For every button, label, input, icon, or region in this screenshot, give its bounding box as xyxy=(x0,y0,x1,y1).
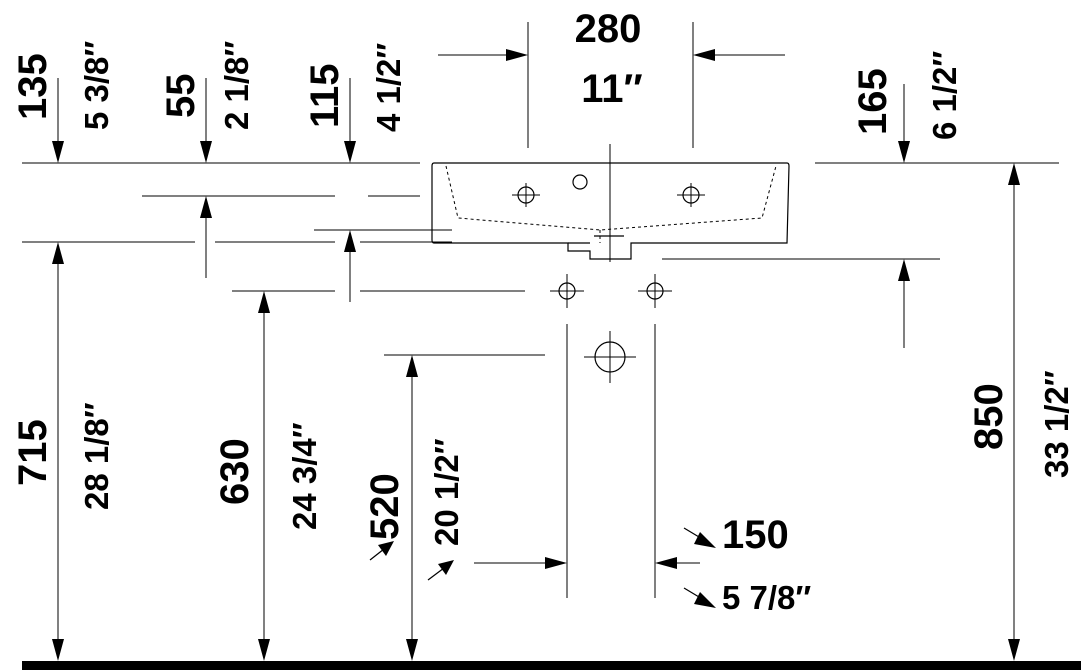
dim-bottom-height-in: 28 1/8″ xyxy=(78,402,115,510)
arrow-head xyxy=(1008,639,1020,661)
arrow-head xyxy=(52,242,64,264)
overflow-hole xyxy=(572,174,588,190)
dim-right-drop-mm: 165 xyxy=(851,68,895,135)
arrow-head xyxy=(52,639,64,661)
arrow-head xyxy=(406,355,418,377)
supply-connection-left xyxy=(550,274,584,308)
floor-line xyxy=(22,661,1081,670)
supply-connection-right xyxy=(638,274,672,308)
arrow-head xyxy=(200,196,212,218)
arrow-head xyxy=(438,560,454,575)
arrow-head xyxy=(344,141,356,163)
dim-bottom-height-mm: 715 xyxy=(11,419,55,486)
dim-supply-height-in: 24 3/4″ xyxy=(286,422,323,530)
dim-top-width-in: 11″ xyxy=(581,67,642,111)
dim-supply-spacing-in: 5 7/8″ xyxy=(722,579,811,616)
dim-right-drop-in: 6 1/2″ xyxy=(926,51,963,140)
arrow-head xyxy=(258,291,270,313)
arrow-head xyxy=(200,141,212,163)
arrow-head xyxy=(344,230,356,252)
dim-rim-height-in: 33 1/2″ xyxy=(1038,370,1075,478)
dim-rim-tap-in: 5 3/8″ xyxy=(78,41,115,130)
dim-rim-tap-mm: 135 xyxy=(11,53,55,120)
dim-rim-bottom-mm: 115 xyxy=(303,63,347,128)
waste-connection xyxy=(584,331,636,383)
tap-hole-right xyxy=(677,183,705,207)
arrow-head xyxy=(694,592,716,608)
leader-line xyxy=(369,548,385,561)
dim-waste-height-mm: 520 xyxy=(363,473,407,540)
basin-outline xyxy=(431,162,790,260)
dim-supply-spacing-mm: 150 xyxy=(722,513,789,557)
dim-top-width-mm: 280 xyxy=(575,7,642,51)
dim-rim-bottom-in: 4 1/2″ xyxy=(370,43,407,132)
leader-line xyxy=(427,567,445,581)
arrow-head xyxy=(655,557,677,569)
arrow-head xyxy=(1008,163,1020,185)
arrow-head xyxy=(52,141,64,163)
arrow-head xyxy=(406,639,418,661)
arrow-head xyxy=(545,557,567,569)
dim-waste-height-in: 20 1/2″ xyxy=(428,438,465,546)
tap-hole-left xyxy=(512,183,540,207)
arrow-head xyxy=(898,259,910,281)
arrow-head xyxy=(898,141,910,163)
dim-rim-height-mm: 850 xyxy=(967,383,1011,450)
arrow-head xyxy=(378,541,394,556)
arrow-head xyxy=(258,639,270,661)
dim-rim-overflow-in: 2 1/8″ xyxy=(218,41,255,130)
arrow-head xyxy=(693,49,715,61)
dim-supply-height-mm: 630 xyxy=(213,438,257,505)
arrow-head xyxy=(694,532,716,548)
dim-rim-overflow-mm: 55 xyxy=(159,74,203,119)
arrow-head xyxy=(506,49,528,61)
